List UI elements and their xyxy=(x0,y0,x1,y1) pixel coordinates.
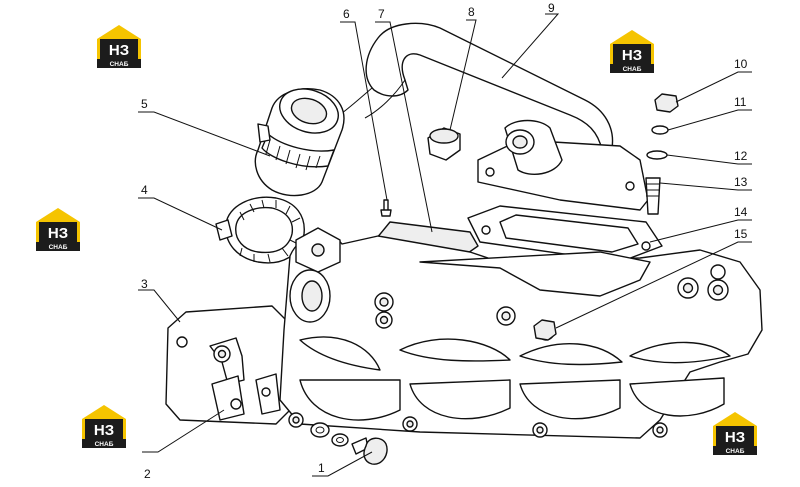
callout-12: 12 xyxy=(734,149,748,163)
watermark-logo: НЗ СНАБ xyxy=(36,208,80,251)
watermark-logo: НЗ СНАБ xyxy=(82,405,126,448)
leader-lines xyxy=(138,13,752,477)
nut-part xyxy=(654,93,679,113)
svg-text:НЗ: НЗ xyxy=(622,47,642,64)
callout-9: 9 xyxy=(548,1,555,15)
svg-text:СНАБ: СНАБ xyxy=(623,66,642,73)
callout-2: 2 xyxy=(144,467,151,481)
watermark-logo: НЗ СНАБ xyxy=(713,412,757,455)
exhaust-manifold-part xyxy=(165,227,763,439)
plug-part xyxy=(427,127,461,161)
callout-6: 6 xyxy=(343,7,350,21)
lock-washer-part xyxy=(651,125,669,135)
pipe-flange-part xyxy=(477,119,649,211)
hose-clamp-part xyxy=(215,196,305,264)
drain-bolt-part xyxy=(310,422,388,465)
elbow-pipe-part xyxy=(334,22,614,151)
svg-text:СНАБ: СНАБ xyxy=(110,61,129,68)
manifold-bolt-part xyxy=(533,319,557,341)
callout-5: 5 xyxy=(141,97,148,111)
flange-gasket-part xyxy=(467,205,663,263)
callout-8: 8 xyxy=(468,5,475,19)
callout-3: 3 xyxy=(141,277,148,291)
callouts: 1 2 3 4 5 6 7 8 9 10 11 12 13 14 15 xyxy=(141,1,748,481)
svg-text:НЗ: НЗ xyxy=(48,225,68,242)
callout-14: 14 xyxy=(734,205,748,219)
svg-text:СНАБ: СНАБ xyxy=(726,448,745,455)
callout-4: 4 xyxy=(141,183,148,197)
callout-11: 11 xyxy=(734,95,747,109)
callout-1: 1 xyxy=(318,461,325,475)
svg-text:СНАБ: СНАБ xyxy=(95,441,114,448)
callout-7: 7 xyxy=(378,7,385,21)
callout-10: 10 xyxy=(734,57,748,71)
svg-text:НЗ: НЗ xyxy=(725,429,745,446)
svg-text:НЗ: НЗ xyxy=(109,42,129,59)
callout-13: 13 xyxy=(734,175,748,189)
bracket-part xyxy=(209,337,281,421)
watermark-logo: НЗ СНАБ xyxy=(610,30,654,73)
callout-15: 15 xyxy=(734,227,748,241)
pipe-coupling-part xyxy=(254,88,345,197)
watermark-logo: НЗ СНАБ xyxy=(97,25,141,68)
svg-text:СНАБ: СНАБ xyxy=(49,244,68,251)
svg-text:НЗ: НЗ xyxy=(94,422,114,439)
stud-part xyxy=(645,177,661,215)
flat-washer-part xyxy=(646,150,668,160)
screw-part xyxy=(380,199,392,217)
